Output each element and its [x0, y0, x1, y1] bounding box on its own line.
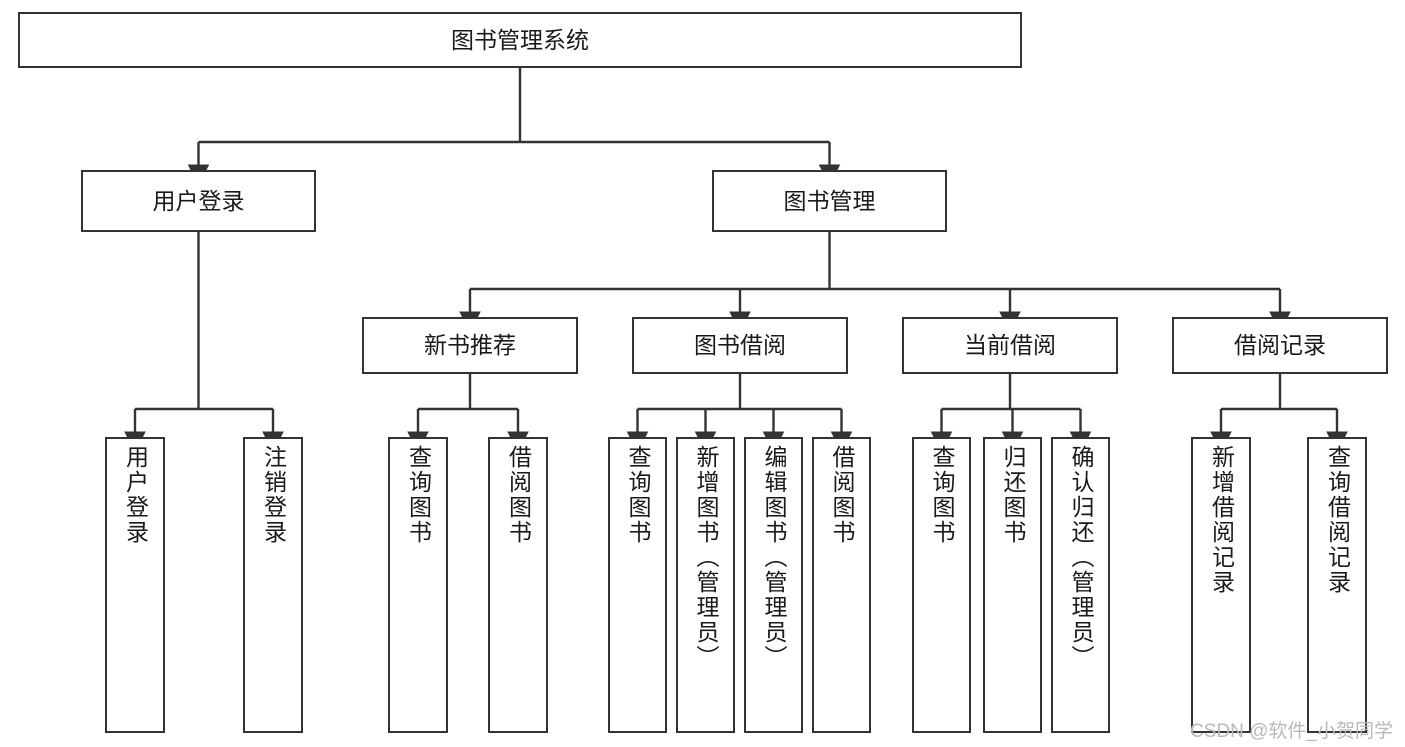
node-leaf-add-book-admin[interactable]: 新增图书（管理员）	[676, 437, 735, 733]
node-leaf-user-logout[interactable]: 注销登录	[243, 437, 303, 733]
node-label: 确认归还（管理员）	[1068, 445, 1094, 670]
node-label: 借阅记录	[1234, 332, 1326, 359]
node-current-borrow[interactable]: 当前借阅	[902, 317, 1118, 374]
node-label: 图书管理	[783, 187, 876, 214]
node-book-management[interactable]: 图书管理	[712, 170, 947, 232]
node-label: 查询图书	[625, 445, 651, 545]
node-label: 借阅图书	[829, 445, 855, 545]
node-label: 图书借阅	[694, 332, 786, 359]
node-label: 编辑图书（管理员）	[761, 445, 787, 670]
node-label: 用户登录	[122, 445, 149, 545]
node-label: 查询图书	[929, 445, 955, 545]
node-label: 新增借阅记录	[1208, 445, 1235, 595]
node-leaf-query-book-rec[interactable]: 查询图书	[388, 437, 448, 733]
node-leaf-borrow-book-lend[interactable]: 借阅图书	[812, 437, 871, 733]
node-leaf-user-login[interactable]: 用户登录	[105, 437, 165, 733]
node-leaf-query-book-cur[interactable]: 查询图书	[912, 437, 971, 733]
node-label: 归还图书	[1000, 445, 1026, 545]
node-borrow-record[interactable]: 借阅记录	[1172, 317, 1388, 374]
node-label: 新书推荐	[424, 332, 516, 359]
node-leaf-query-book-lend[interactable]: 查询图书	[608, 437, 667, 733]
node-book-borrow[interactable]: 图书借阅	[632, 317, 848, 374]
node-label: 用户登录	[152, 187, 245, 214]
node-user-login[interactable]: 用户登录	[81, 170, 316, 232]
node-label: 当前借阅	[964, 332, 1056, 359]
node-label: 查询借阅记录	[1324, 445, 1351, 595]
node-label: 图书管理系统	[451, 26, 589, 53]
node-leaf-borrow-book-rec[interactable]: 借阅图书	[488, 437, 548, 733]
node-root-system[interactable]: 图书管理系统	[18, 12, 1022, 68]
node-label: 注销登录	[260, 445, 287, 545]
node-leaf-edit-book-admin[interactable]: 编辑图书（管理员）	[744, 437, 803, 733]
node-new-book-recommend[interactable]: 新书推荐	[362, 317, 578, 374]
node-leaf-confirm-return-admin[interactable]: 确认归还（管理员）	[1051, 437, 1110, 733]
node-label: 借阅图书	[505, 445, 532, 545]
node-label: 查询图书	[405, 445, 432, 545]
node-leaf-add-borrow-record[interactable]: 新增借阅记录	[1191, 437, 1251, 733]
node-leaf-return-book[interactable]: 归还图书	[983, 437, 1042, 733]
node-leaf-query-borrow-record[interactable]: 查询借阅记录	[1307, 437, 1367, 733]
node-label: 新增图书（管理员）	[693, 445, 719, 670]
